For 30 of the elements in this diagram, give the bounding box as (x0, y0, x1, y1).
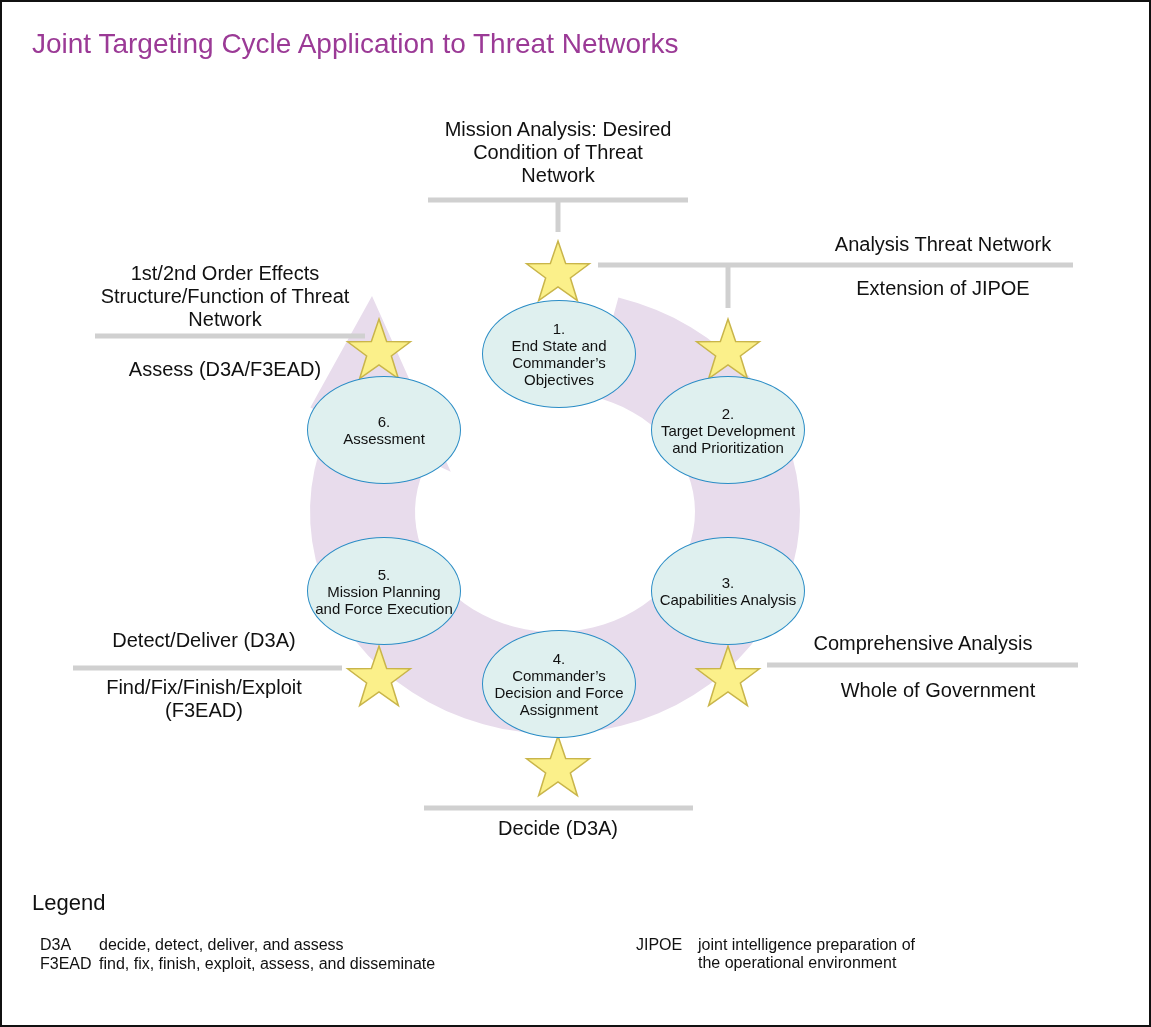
annotation-text: Mission Analysis: Desired Condition of Threat Network (443, 118, 673, 187)
step-label: End State and Commander’s Objectives (510, 337, 608, 388)
step-label: Commander’s Decision and Force Assignment (493, 667, 625, 718)
step-label: Assessment (343, 430, 425, 447)
abbreviation-definition: find, fix, finish, exploit, assess, and disseminate (99, 955, 437, 973)
abbreviation-definition: joint intelligence preparation of the operational environment (698, 936, 917, 972)
title: Joint Targeting Cycle Application to Threat Networks (32, 28, 679, 60)
step-number: 5. (377, 565, 391, 583)
step-label: Capabilities Analysis (659, 591, 797, 608)
annotation-text: Comprehensive Analysis (812, 632, 1034, 655)
step-number: 3. (721, 574, 735, 591)
annotation-text: Extension of JIPOE (855, 277, 1031, 300)
annotation-text: Whole of Government (839, 679, 1037, 702)
step-number: 2. (721, 404, 735, 422)
abbreviation-definition: decide, detect, deliver, and assess (99, 936, 345, 954)
annotation-text: Analysis Threat Network (833, 233, 1053, 256)
step-number: 4. (552, 650, 566, 667)
abbreviation: JIPOE (636, 936, 684, 954)
abbreviation: F3EAD (40, 955, 93, 973)
step-number: 1. (552, 320, 566, 337)
annotation-text: Decide (D3A) (496, 817, 619, 840)
step-label: Mission Planning and Force Execution (314, 582, 454, 617)
abbreviation: D3A (40, 936, 73, 954)
annotation-text: 1st/2nd Order Effects Structure/Function of Threat Network (99, 262, 351, 331)
step-label: Target Development and Prioritization (659, 421, 797, 456)
annotation-text: Find/Fix/Finish/Exploit (F3EAD) (105, 676, 303, 722)
annotation-text: Detect/Deliver (D3A) (111, 629, 297, 652)
legend-heading: Legend (32, 890, 107, 916)
step-number: 6. (377, 413, 391, 430)
annotation-text: Assess (D3A/F3EAD) (127, 358, 323, 381)
